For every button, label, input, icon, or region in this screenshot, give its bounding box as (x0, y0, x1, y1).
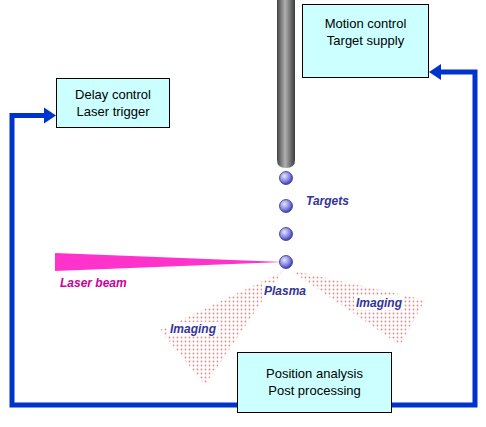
box-text: Position analysis Post processing (259, 365, 371, 399)
annotation-label: Imaging (354, 296, 404, 310)
box-text: Delay control Laser trigger (66, 86, 161, 120)
process-box: Position analysis Post processing (237, 352, 392, 413)
process-box: Delay control Laser trigger (56, 78, 170, 128)
laser-beam (55, 253, 283, 271)
target-droplet (280, 228, 293, 241)
annotation-label: Imaging (168, 322, 218, 336)
target-droplet (280, 256, 293, 269)
target-droplet (280, 200, 293, 213)
flow-arrow (12, 108, 237, 406)
arrow-head (44, 108, 56, 124)
flow-line (12, 116, 237, 406)
annotation-label: Laser beam (58, 276, 129, 290)
annotation-label: Targets (304, 194, 351, 208)
flow-arrow (392, 64, 475, 405)
box-text: Motion control Target supply (316, 15, 416, 49)
imaging-fan-right (290, 270, 425, 345)
flow-line (392, 72, 475, 405)
process-box: Motion control Target supply (302, 4, 429, 78)
arrow-head (429, 64, 441, 80)
target-droplet (280, 172, 293, 185)
annotation-label: Plasma (262, 284, 308, 298)
target-tube (277, 0, 295, 168)
